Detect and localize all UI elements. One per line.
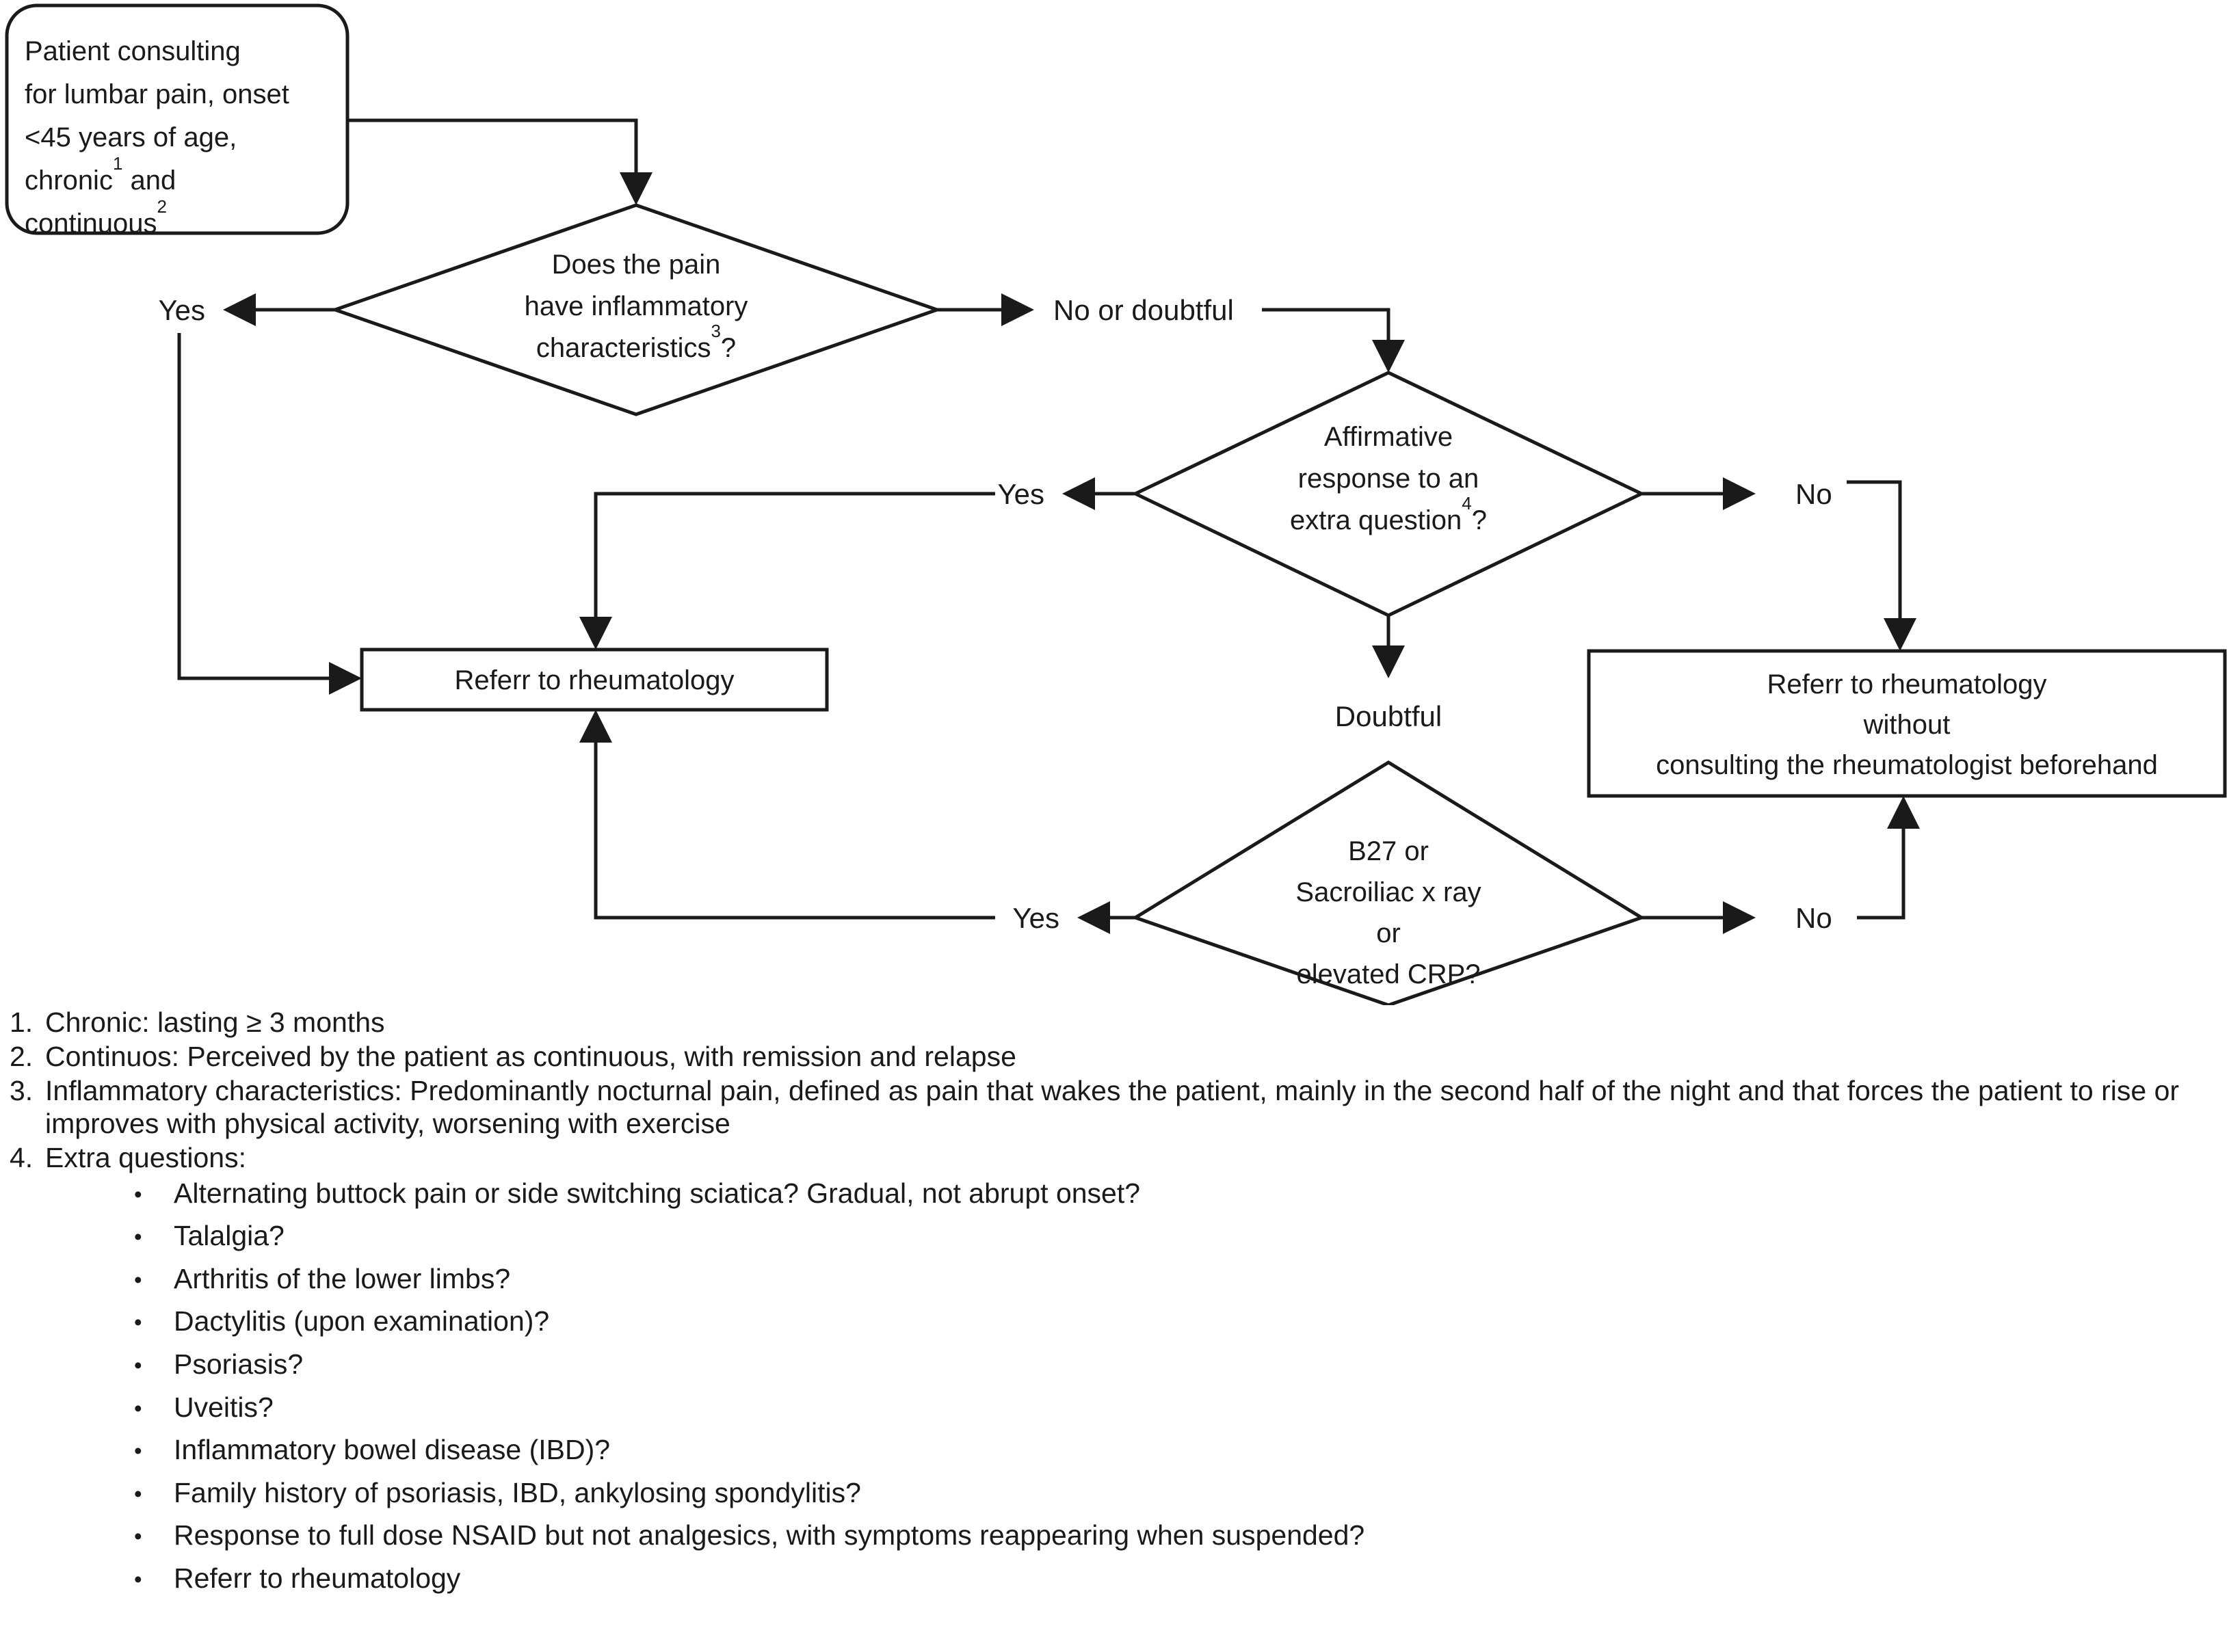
bullet-icon: •	[134, 1438, 142, 1464]
arrowhead-d1-yes	[223, 293, 256, 326]
edge-start-to-d1	[347, 118, 638, 183]
footnotes-section: 1. Chronic: lasting ≥ 3 months 2. Contin…	[10, 1007, 2219, 1605]
extra-question-text: Uveitis?	[174, 1391, 274, 1423]
outcome-1-shape	[360, 648, 829, 712]
extra-question-text: Inflammatory bowel disease (IBD)?	[174, 1434, 611, 1466]
decision-3-no-label: No	[1795, 902, 1832, 934]
list-item: • Arthritis of the lower limbs?	[134, 1263, 2219, 1296]
decision-1-shape	[330, 203, 942, 416]
bullet-icon: •	[134, 1266, 142, 1292]
list-item: • Inflammatory bowel disease (IBD)?	[134, 1434, 2219, 1467]
list-item: • Talalgia?	[134, 1220, 2219, 1253]
arrowhead-start-to-d1	[620, 172, 652, 205]
arrowhead-d1-no-d2	[1372, 340, 1405, 373]
arrowhead-d2-yes-outcome1	[579, 617, 612, 650]
decision-1-no-label: No or doubtful	[1053, 294, 1234, 326]
list-item: • Referr to rheumatology	[134, 1562, 2219, 1595]
outcome-2-line-1: Referr to rheumatology	[1767, 669, 2046, 700]
footnote-3-number: 3.	[10, 1074, 34, 1106]
decision-2-line-2: response to an	[1298, 464, 1479, 494]
decision-2-yes-label: Yes	[997, 478, 1044, 510]
arrowhead-d2-yes	[1062, 477, 1095, 510]
decision-1-yes-label: Yes	[158, 294, 205, 326]
extra-question-text: Response to full dose NSAID but not anal…	[174, 1519, 1365, 1551]
bullet-icon: •	[134, 1566, 142, 1592]
edge-d1-yes-to-outcome1	[177, 333, 340, 680]
footnote-3-text: Inflammatory characteristics: Predominan…	[45, 1074, 2180, 1139]
footnote-1-text: Chronic: lasting ≥ 3 months	[45, 1007, 385, 1038]
outcome-2-shape	[1587, 649, 2227, 798]
outcome-2-line-3: consulting the rheumatologist beforehand	[1656, 750, 2158, 780]
start-node-line-1: Patient consulting	[25, 36, 241, 66]
decision-2-line-1: Affirmative	[1324, 422, 1453, 452]
list-item: • Uveitis?	[134, 1391, 2219, 1424]
footnote-4-text: Extra questions:	[45, 1141, 246, 1173]
arrowhead-d3-yes-outcome1	[579, 710, 612, 743]
extra-question-text: Arthritis of the lower limbs?	[174, 1262, 511, 1294]
footnote-4: 4. Extra questions:	[10, 1142, 2219, 1175]
edge-d3-yes-to-outcome1	[594, 732, 995, 920]
list-item: • Psoriasis?	[134, 1348, 2219, 1381]
edge-d3-no-to-outcome2	[1857, 818, 1905, 920]
flowchart-canvas: Patient consulting for lumbar pain, onse…	[5, 3, 2227, 1005]
edge-d2-yes-to-outcome1	[594, 492, 995, 628]
footnote-3: 3. Inflammatory characteristics: Predomi…	[10, 1075, 2219, 1141]
edge-d2-no-to-outcome2	[1847, 480, 1902, 629]
extra-question-text: Dactylitis (upon examination)?	[174, 1305, 550, 1337]
bullet-icon: •	[134, 1353, 142, 1378]
footnote-2-number: 2.	[10, 1040, 34, 1072]
arrowhead-d3-no	[1723, 901, 1756, 934]
extra-question-text: Talalgia?	[174, 1220, 285, 1252]
decision-3-yes-label: Yes	[1012, 902, 1059, 934]
bullet-icon: •	[134, 1181, 142, 1207]
footnote-4-number: 4.	[10, 1141, 34, 1173]
extra-questions-list: • Alternating buttock pain or side switc…	[10, 1177, 2219, 1595]
decision-3-line-2: Sacroiliac x ray	[1295, 877, 1481, 907]
arrowhead-d2-doubtful	[1372, 645, 1405, 678]
arrowhead-d3-no-outcome2	[1887, 796, 1920, 829]
arrowhead-d1-no	[1001, 293, 1034, 326]
decision-3-shape	[1131, 760, 1646, 1005]
bullet-icon: •	[134, 1480, 142, 1506]
start-node-line-3: <45 years of age,	[25, 122, 237, 152]
list-item: • Dactylitis (upon examination)?	[134, 1305, 2219, 1338]
outcome-2-line-2: without	[1863, 710, 1951, 740]
decision-2-no-label: No	[1795, 478, 1832, 510]
decision-3-line-1: B27 or	[1348, 836, 1429, 866]
footnote-1: 1. Chronic: lasting ≥ 3 months	[10, 1007, 2219, 1039]
extra-question-text: Referr to rheumatology	[174, 1562, 461, 1594]
arrowhead-d2-no-outcome2	[1884, 618, 1916, 651]
decision-2-shape	[1131, 371, 1646, 617]
decision-3-line-4: elevated CRP?	[1296, 959, 1480, 989]
outcome-1-text: Referr to rheumatology	[454, 665, 734, 695]
decision-3-line-3: or	[1376, 918, 1401, 948]
start-node-line-2: for lumbar pain, onset	[25, 79, 289, 109]
extra-question-text: Alternating buttock pain or side switchi…	[174, 1177, 1141, 1209]
decision-2-doubtful-label: Doubtful	[1335, 700, 1442, 732]
extra-question-text: Psoriasis?	[174, 1348, 304, 1381]
arrowhead-d1-yes-outcome1	[329, 662, 362, 695]
footnote-1-number: 1.	[10, 1007, 34, 1038]
decision-1-line-1: Does the pain	[552, 250, 721, 280]
list-item: • Alternating buttock pain or side switc…	[134, 1177, 2219, 1210]
bullet-icon: •	[134, 1309, 142, 1335]
list-item: • Response to full dose NSAID but not an…	[134, 1519, 2219, 1552]
footnote-2-text: Continuos: Perceived by the patient as c…	[45, 1040, 1016, 1072]
extra-question-text: Family history of psoriasis, IBD, ankylo…	[174, 1476, 861, 1508]
arrowhead-d2-no	[1723, 477, 1756, 510]
edge-d1-no-to-d2	[1262, 308, 1390, 350]
bullet-icon: •	[134, 1224, 142, 1250]
bullet-icon: •	[134, 1523, 142, 1549]
footnote-2: 2. Continuos: Perceived by the patient a…	[10, 1041, 2219, 1074]
decision-1-line-2: have inflammatory	[525, 291, 748, 321]
arrowhead-d3-yes	[1077, 901, 1110, 934]
list-item: • Family history of psoriasis, IBD, anky…	[134, 1477, 2219, 1510]
bullet-icon: •	[134, 1395, 142, 1421]
